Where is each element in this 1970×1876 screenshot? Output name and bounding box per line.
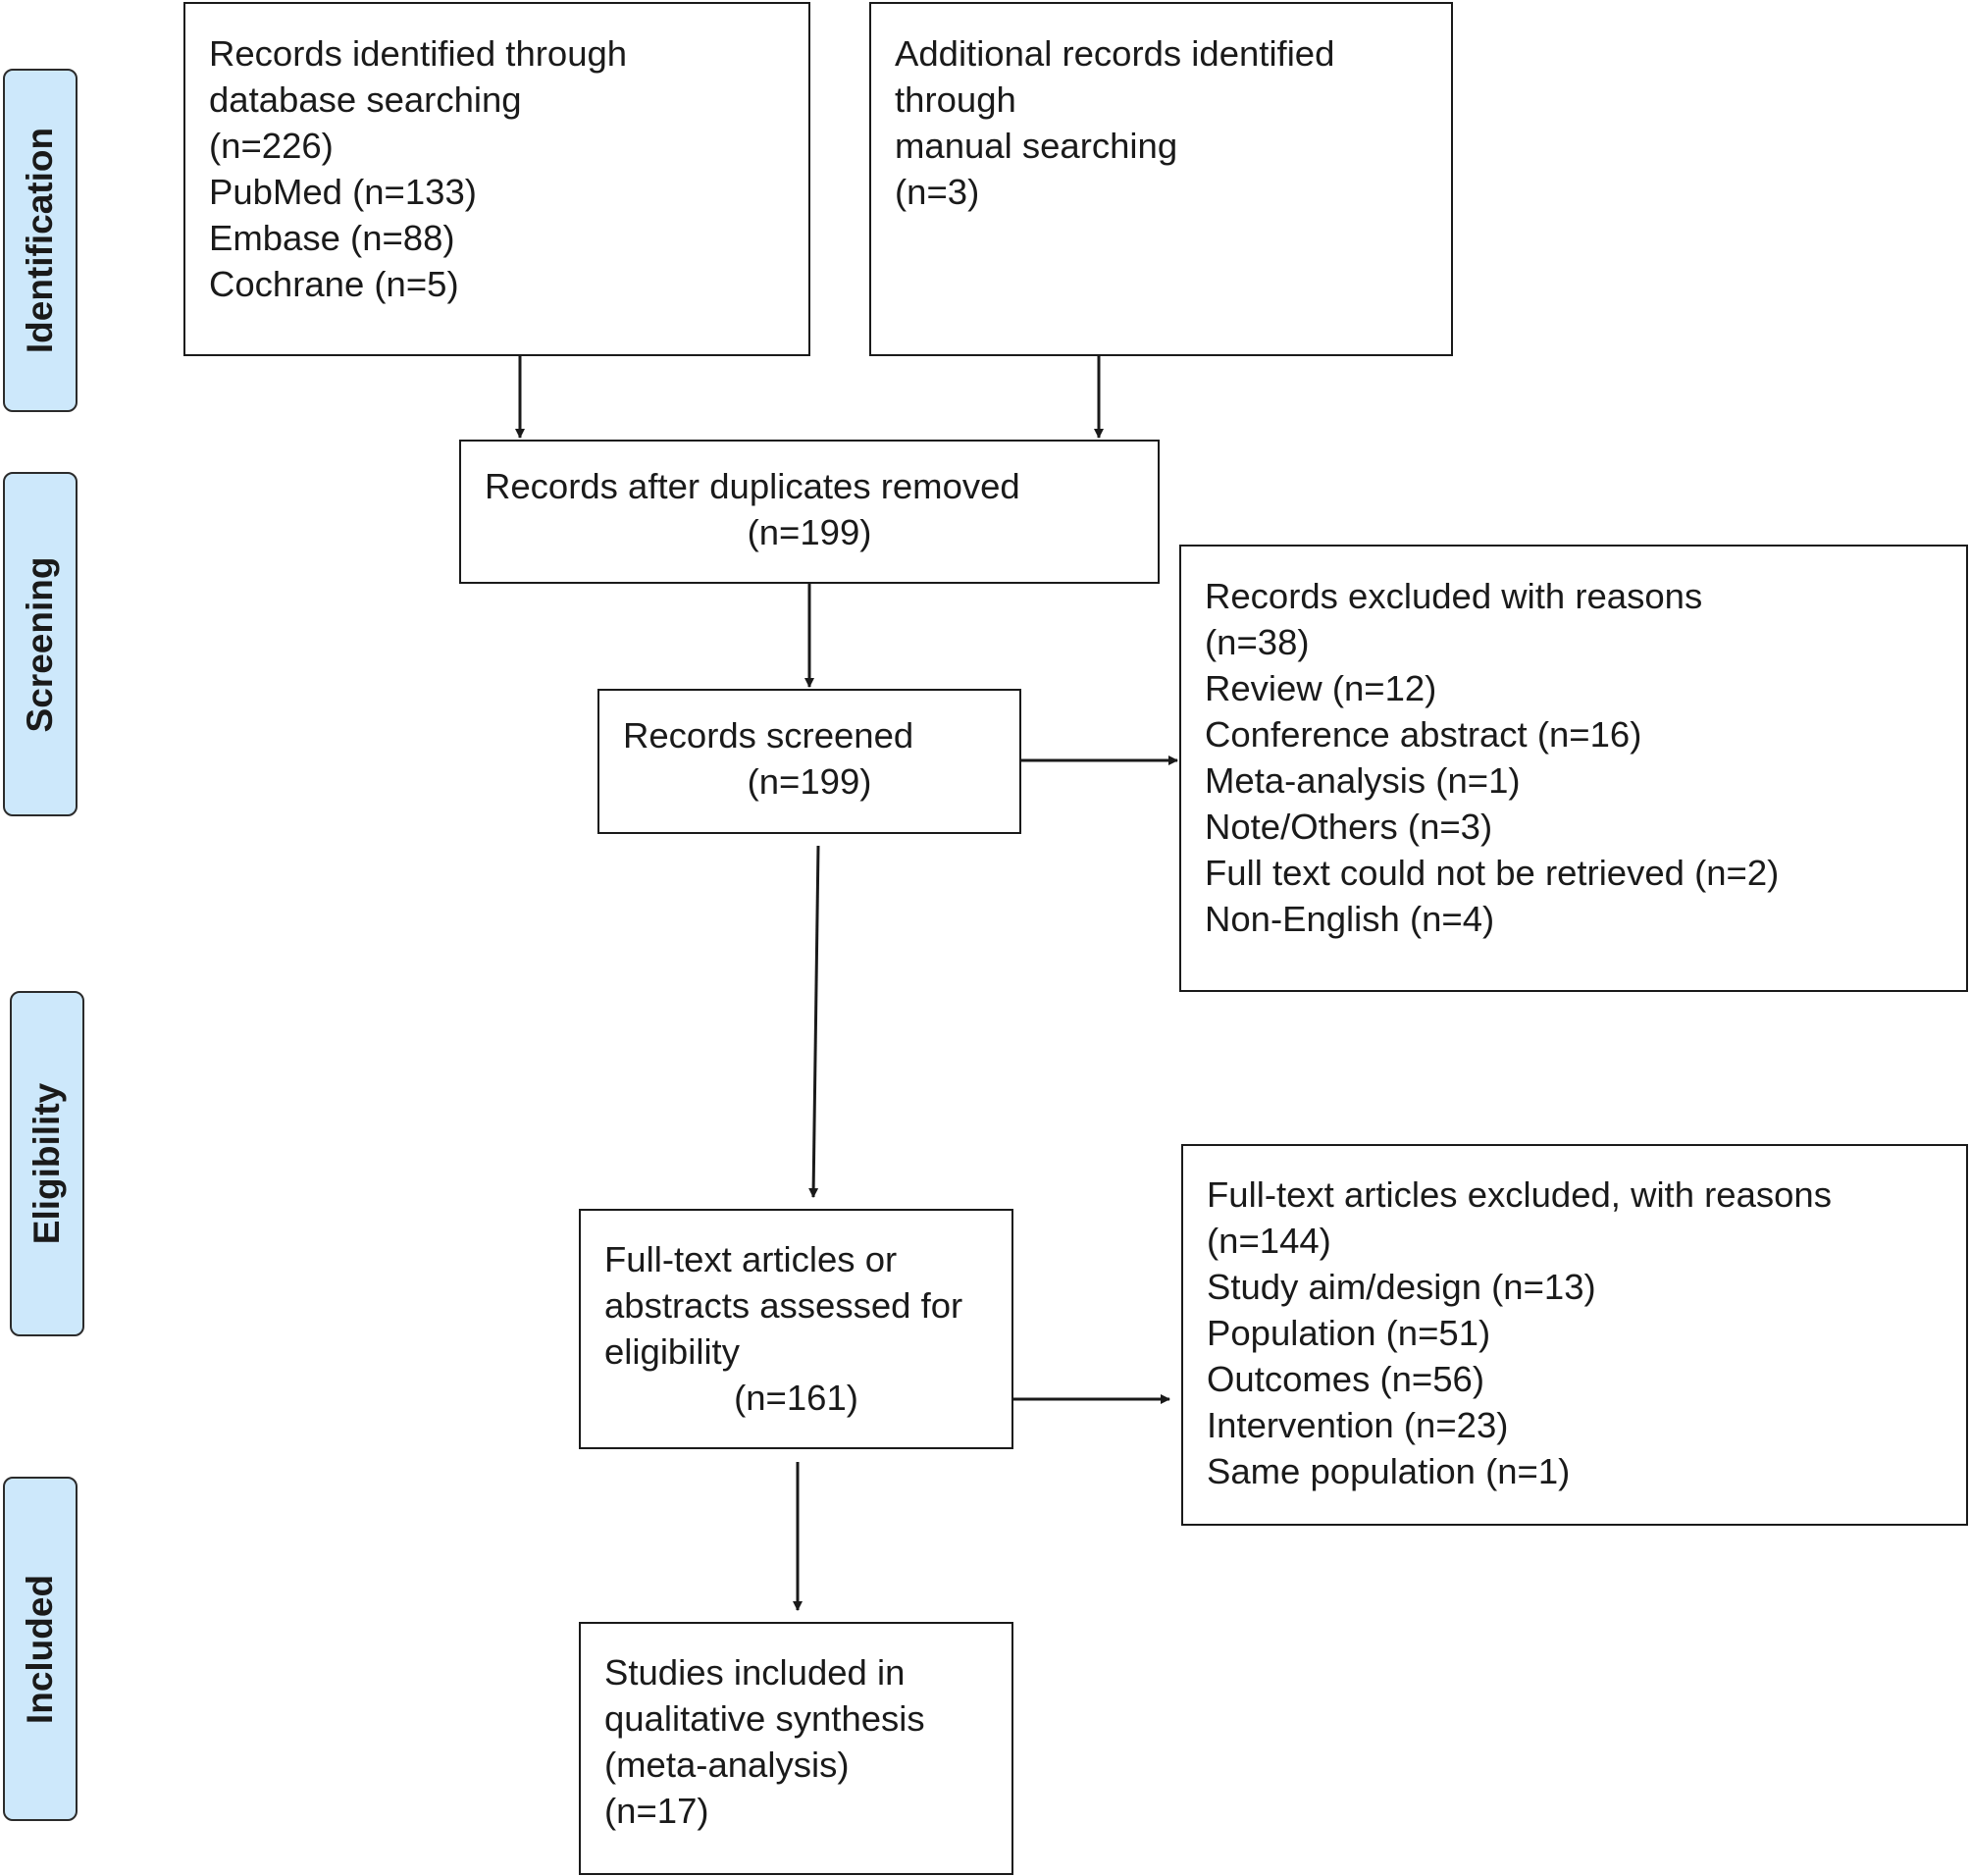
box-line: Review (n=12): [1205, 668, 1437, 708]
box-line: Non-English (n=4): [1205, 899, 1495, 939]
box-line: Intervention (n=23): [1207, 1405, 1509, 1445]
box-included-studies: Studies included in qualitative synthesi…: [579, 1622, 1013, 1875]
box-line: (n=199): [747, 512, 872, 552]
box-line: Meta-analysis (n=1): [1205, 760, 1521, 801]
stage-tab-identification: Identification: [3, 69, 78, 412]
box-line: abstracts assessed for: [604, 1285, 963, 1326]
box-line: qualitative synthesis: [604, 1698, 925, 1739]
box-duplicates-removed: Records after duplicates removed (n=199): [459, 440, 1160, 584]
box-line: (meta-analysis): [604, 1745, 850, 1785]
box-line: PubMed (n=133): [209, 172, 477, 212]
box-line: database searching: [209, 79, 522, 120]
box-database-search: Records identified through database sear…: [183, 2, 810, 356]
box-records-screened: Records screened (n=199): [597, 689, 1021, 834]
arrow-screened-to-assessed: [808, 845, 820, 1198]
box-line: (n=199): [747, 761, 872, 802]
box-line: (n=3): [895, 172, 980, 212]
box-line: eligibility: [604, 1331, 740, 1372]
stage-tab-included: Included: [3, 1477, 78, 1821]
box-line: Outcomes (n=56): [1207, 1359, 1484, 1399]
box-line: Full-text articles or: [604, 1239, 898, 1279]
box-line: Study aim/design (n=13): [1207, 1267, 1596, 1307]
box-line: Full-text articles excluded, with reason…: [1207, 1174, 1832, 1215]
box-full-text-excluded: Full-text articles excluded, with reason…: [1181, 1144, 1968, 1526]
box-line: Records identified through: [209, 33, 628, 74]
box-line: Additional records identified: [895, 33, 1335, 74]
box-line: (n=144): [1207, 1221, 1331, 1261]
box-line: (n=38): [1205, 622, 1310, 662]
stage-tab-eligibility: Eligibility: [10, 991, 84, 1336]
box-line: Same population (n=1): [1207, 1451, 1571, 1491]
box-records-excluded: Records excluded with reasons (n=38) Rev…: [1179, 545, 1968, 992]
box-line: Studies included in: [604, 1652, 906, 1693]
box-line: (n=17): [604, 1791, 709, 1831]
box-line: through: [895, 79, 1016, 120]
box-manual-search: Additional records identified through ma…: [869, 2, 1453, 356]
box-line: (n=161): [734, 1378, 858, 1418]
box-line: Conference abstract (n=16): [1205, 714, 1642, 755]
box-line: Records after duplicates removed: [485, 466, 1020, 506]
box-line: Note/Others (n=3): [1205, 807, 1493, 847]
box-line: Records screened: [623, 715, 914, 756]
box-line: Cochrane (n=5): [209, 264, 459, 304]
box-line: Population (n=51): [1207, 1313, 1491, 1353]
box-line: Full text could not be retrieved (n=2): [1205, 853, 1780, 893]
box-line: Embase (n=88): [209, 218, 455, 258]
stage-tab-screening: Screening: [3, 472, 78, 816]
box-line: (n=226): [209, 126, 334, 166]
box-full-text-assessed: Full-text articles or abstracts assessed…: [579, 1209, 1013, 1449]
box-line: manual searching: [895, 126, 1178, 166]
box-line: Records excluded with reasons: [1205, 576, 1703, 616]
